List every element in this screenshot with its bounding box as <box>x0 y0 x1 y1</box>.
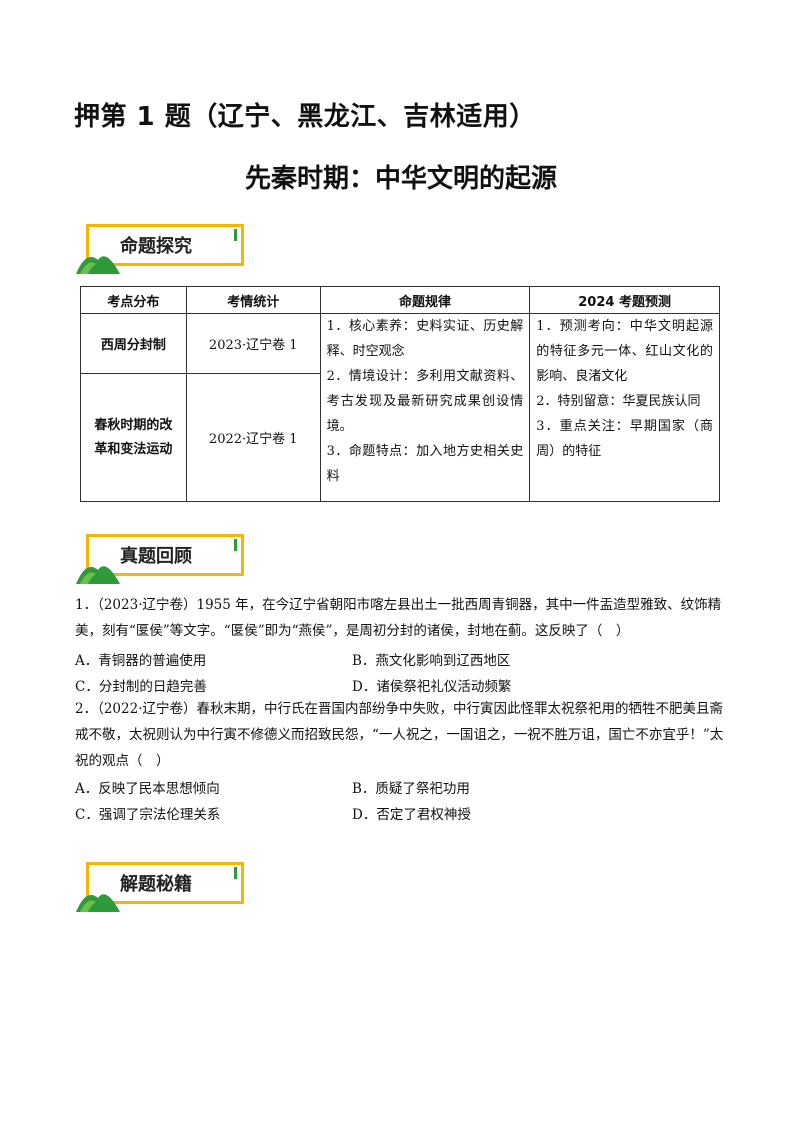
table-row: 春秋时期的改 革和变法运动 2022·辽宁卷 1 <box>80 373 720 502</box>
table-header-row: 考点分布 考情统计 命题规律 2024 考题预测 <box>80 286 720 314</box>
hill-icon <box>76 256 120 274</box>
question-option: D．否定了君权神授 <box>352 807 471 823</box>
table-cell-stat: 2022·辽宁卷 1 <box>185 373 321 502</box>
question-option: B．质疑了祭祀功用 <box>352 781 470 797</box>
question-option: D．诸侯祭祀礼仪活动频繁 <box>352 679 512 695</box>
question-option: B．燕文化影响到辽西地区 <box>352 653 511 669</box>
question-option: A．反映了民本思想倾向 <box>75 781 220 797</box>
table-header: 考点分布 <box>80 286 187 314</box>
question-option: A．青铜器的普遍使用 <box>75 653 207 669</box>
rule-item: 2．情境设计：多利用文献资料、考古发现及最新研究成果创设情境。 <box>326 369 524 434</box>
question-stem: 1．（2023·辽宁卷）1955 年，在今辽宁省朝阳市喀左县出土一批西周青铜器，… <box>75 597 722 639</box>
exam-table: 考点分布 考情统计 命题规律 2024 考题预测 西周分封制 2023·辽宁卷 … <box>80 286 720 502</box>
page-title: 押第 1 题（辽宁、黑龙江、吉林适用） <box>74 102 536 132</box>
question-stem: 2．（2022·辽宁卷）春秋末期，中行氏在晋国内部纷争中失败，中行寅因此怪罪太祝… <box>75 701 724 769</box>
table-row: 西周分封制 2023·辽宁卷 1 1．核心素养：史料实证、历史解释、时空观念 2… <box>80 313 720 502</box>
hill-icon <box>76 894 120 912</box>
table-cell-topic: 春秋时期的改 革和变法运动 <box>80 373 187 502</box>
question-option: C．强调了宗法伦理关系 <box>75 807 221 823</box>
rule-item: 3．命题特点：加入地方史相关史料 <box>326 444 524 484</box>
table-cell-stat: 2023·辽宁卷 1 <box>185 313 321 374</box>
section-title: 真题回顾 <box>120 546 192 567</box>
section-badge-review: 真题回顾 <box>76 534 246 584</box>
table-header: 2024 考题预测 <box>529 286 720 314</box>
hill-icon <box>76 566 120 584</box>
prediction-item: 2．特别留意：华夏民族认同 <box>536 394 701 409</box>
page-subtitle: 先秦时期：中华文明的起源 <box>244 164 557 194</box>
table-cell-topic: 西周分封制 <box>80 313 187 374</box>
table-cell-predictions: 1．预测考向：中华文明起源的特征多元一体、红山文化的影响、良渚文化 2．特别留意… <box>529 313 720 502</box>
prediction-item: 3．重点关注：早期国家（商周）的特征 <box>536 419 713 459</box>
section-badge-tips: 解题秘籍 <box>76 862 246 912</box>
section-badge-explore: 命题探究 <box>76 224 246 274</box>
prediction-item: 1．预测考向：中华文明起源的特征多元一体、红山文化的影响、良渚文化 <box>536 319 713 384</box>
table-cell-rules: 1．核心素养：史料实证、历史解释、时空观念 2．情境设计：多利用文献资料、考古发… <box>319 313 531 502</box>
question-option: C．分封制的日趋完善 <box>75 679 207 695</box>
section-title: 命题探究 <box>120 236 192 257</box>
rule-item: 1．核心素养：史料实证、历史解释、时空观念 <box>326 319 524 359</box>
section-title: 解题秘籍 <box>120 874 192 895</box>
table-header: 命题规律 <box>319 286 531 314</box>
table-header: 考情统计 <box>185 286 321 314</box>
